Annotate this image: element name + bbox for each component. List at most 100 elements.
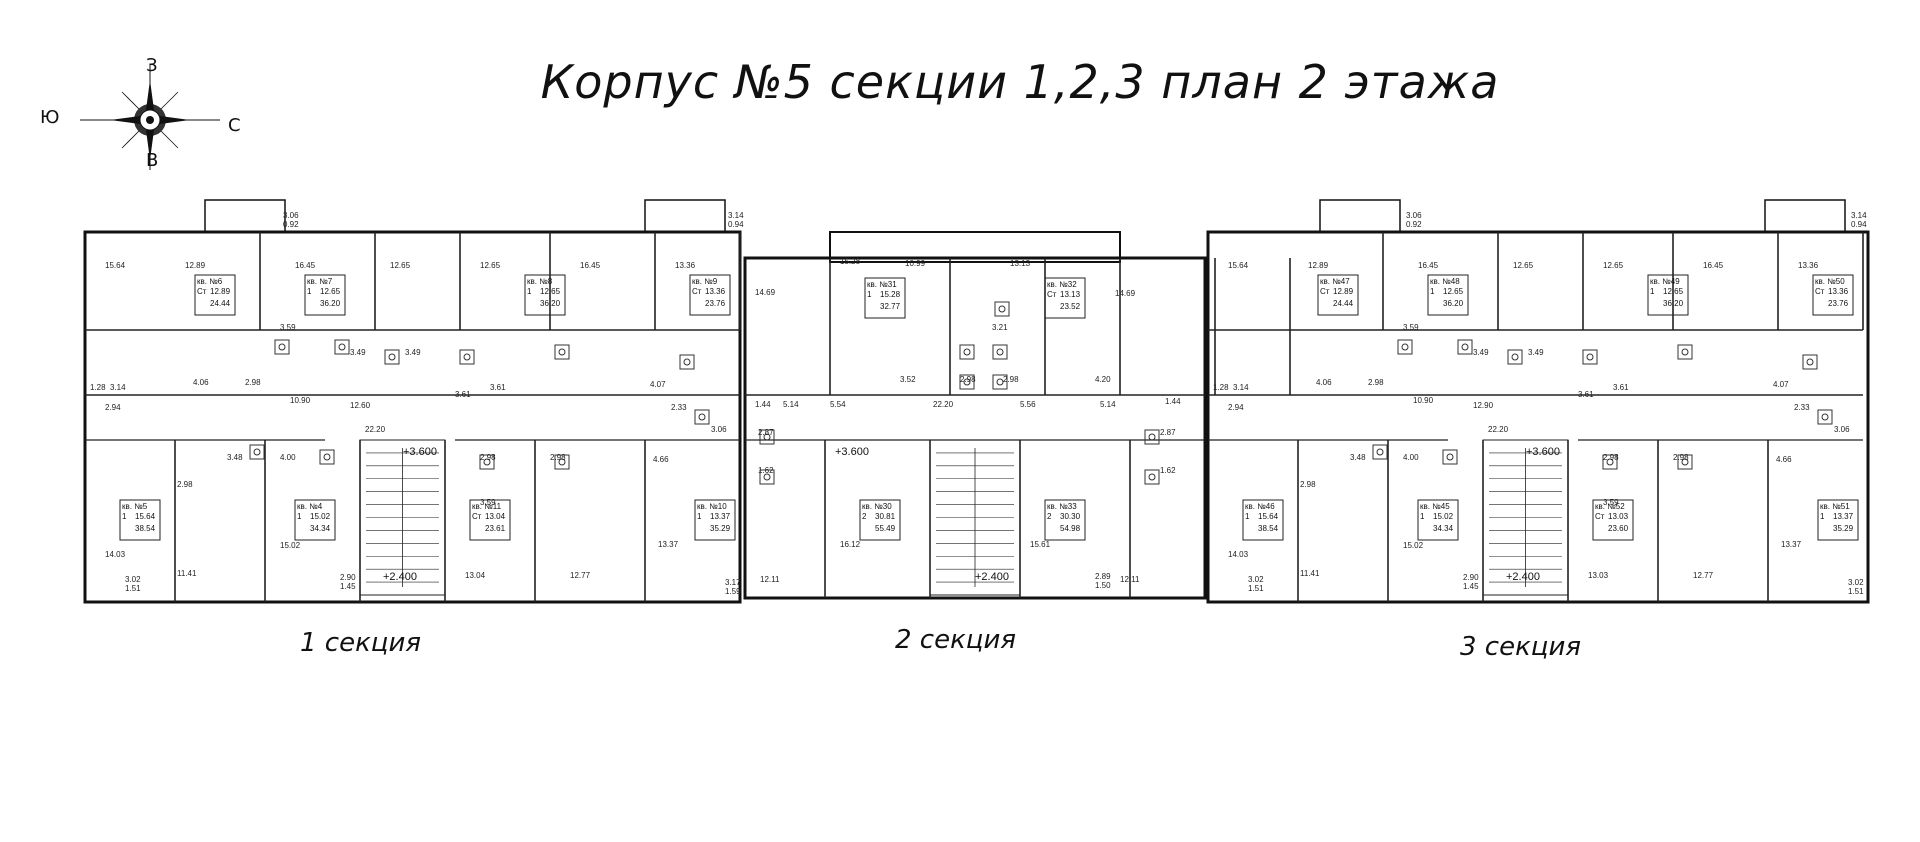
sanitary-fixture-icon [1461,343,1469,351]
section-1-label: 1 секция [300,628,422,658]
sanitary-fixture-icon [1148,473,1156,481]
apartment-number: кв. №9 [692,277,718,286]
room-area-label: 2.90 [1463,573,1479,582]
apartment-type: Ст [1595,512,1605,521]
apartment-total-area: 23.60 [1608,524,1629,533]
sanitary-fixture-icon [338,343,346,351]
room-area-label: 4.07 [650,380,666,389]
apartment-number: кв. №49 [1650,277,1680,286]
room-area-label: 5.56 [1020,400,1036,409]
apartment-total-area: 24.44 [1333,299,1354,308]
apartment-type: 1 [1420,512,1425,521]
sanitary-fixture-icon [1442,449,1458,465]
room-area-label: 1.51 [125,584,141,593]
sanitary-fixture-icon [1372,444,1388,460]
apartment-number: кв. №5 [122,502,148,511]
compass-west-label: Ю [40,107,60,128]
room-area-label: 4.66 [653,455,669,464]
room-area-label: 3.49 [1528,348,1544,357]
room-area-label: 3.02 [1248,575,1264,584]
section-1-outline [83,230,742,604]
apartment-type: 2 [1047,512,1052,521]
room-area-label: 2.94 [1228,403,1244,412]
room-area-label: 3.06 [1834,425,1850,434]
apartment-total-area: 36.20 [540,299,561,308]
apartment-number: кв. №50 [1815,277,1845,286]
sanitary-fixture-icon [249,444,265,460]
apartment-number: кв. №8 [527,277,553,286]
sanitary-fixture-icon [554,454,570,470]
sanitary-fixture-icon [459,349,475,365]
apartment-number: кв. №51 [1820,502,1850,511]
apartment-total-area: 38.54 [135,524,156,533]
section-3-outline [1206,230,1870,604]
apartment-info-box [1242,499,1284,541]
room-area-label: 2.98 [1003,375,1019,384]
room-area-label: 3.61 [490,383,506,392]
apartment-info-box [1592,499,1634,541]
room-area-label: 14.03 [105,550,126,559]
room-area-label: 4.66 [1776,455,1792,464]
apartment-number: кв. №30 [862,502,892,511]
room-area-label: 3.61 [1578,390,1594,399]
room-area-label: 3.61 [1613,383,1629,392]
room-area-label: 2.98 [1603,453,1619,462]
level-mark: +3.600 [1526,446,1560,458]
room-area-label: 3.59 [480,498,496,507]
apartment-total-area: 54.98 [1060,524,1081,533]
apartment-info-box [469,499,511,541]
room-area-label: 12.65 [1603,261,1624,270]
section-3-label: 3 секция [1460,632,1582,662]
sanitary-fixture-icon [334,339,350,355]
apartment-info-box [859,499,901,541]
room-area-label: 2.98 [1368,378,1384,387]
apartment-living-area: 13.36 [705,287,726,296]
section-2-outline [743,256,1207,600]
apartment-total-area: 55.49 [875,524,896,533]
room-area-label: 3.21 [992,323,1008,332]
apartment-info-box [689,274,731,316]
room-area-label: 12.89 [1308,261,1329,270]
room-area-label: 12.65 [480,261,501,270]
staircase [359,439,446,596]
sanitary-fixture-icon [994,301,1010,317]
room-area-label: 3.14 [728,211,744,220]
apartment-living-area: 13.13 [1060,290,1081,299]
apartment-total-area: 23.76 [1828,299,1849,308]
apartment-info-box [119,499,161,541]
apartment-info-box [1427,274,1469,316]
room-area-label: 12.11 [760,575,780,584]
apartment-info-box [864,277,906,319]
apartment-total-area: 24.44 [210,299,231,308]
apartment-info-box [524,274,566,316]
room-area-label: 12.65 [1513,261,1534,270]
apartment-total-area: 36.20 [1443,299,1464,308]
apartment-living-area: 12.65 [320,287,341,296]
apartment-number: кв. №11 [472,502,502,511]
sanitary-fixture-icon [1821,413,1829,421]
room-area-label: 3.59 [1603,498,1619,507]
room-area-label: 4.00 [1403,453,1419,462]
room-area-label: 2.33 [1794,403,1810,412]
room-area-label: 2.98 [245,378,261,387]
sanitary-fixture-icon [1397,339,1413,355]
apartment-total-area: 38.54 [1258,524,1279,533]
sanitary-fixture-icon [479,454,495,470]
apartment-info-box [194,274,236,316]
room-area-label: 10.90 [1413,396,1434,405]
sanitary-fixture-icon [558,348,566,356]
room-area-label: 2.89 [1095,572,1111,581]
apartment-total-area: 23.52 [1060,302,1081,311]
apartment-type: 1 [307,287,312,296]
apartment-total-area: 32.77 [880,302,901,311]
sanitary-fixture-icon [1677,454,1693,470]
sanitary-fixture-icon [323,453,331,461]
sanitary-fixture-icon [763,473,771,481]
room-area-label: 0.92 [1406,220,1422,229]
room-area-label: 10.90 [290,396,311,405]
apartment-living-area: 12.89 [210,287,231,296]
apartment-living-area: 15.64 [135,512,156,521]
room-area-label: 16.12 [840,540,861,549]
sanitary-fixture-icon [1148,433,1156,441]
